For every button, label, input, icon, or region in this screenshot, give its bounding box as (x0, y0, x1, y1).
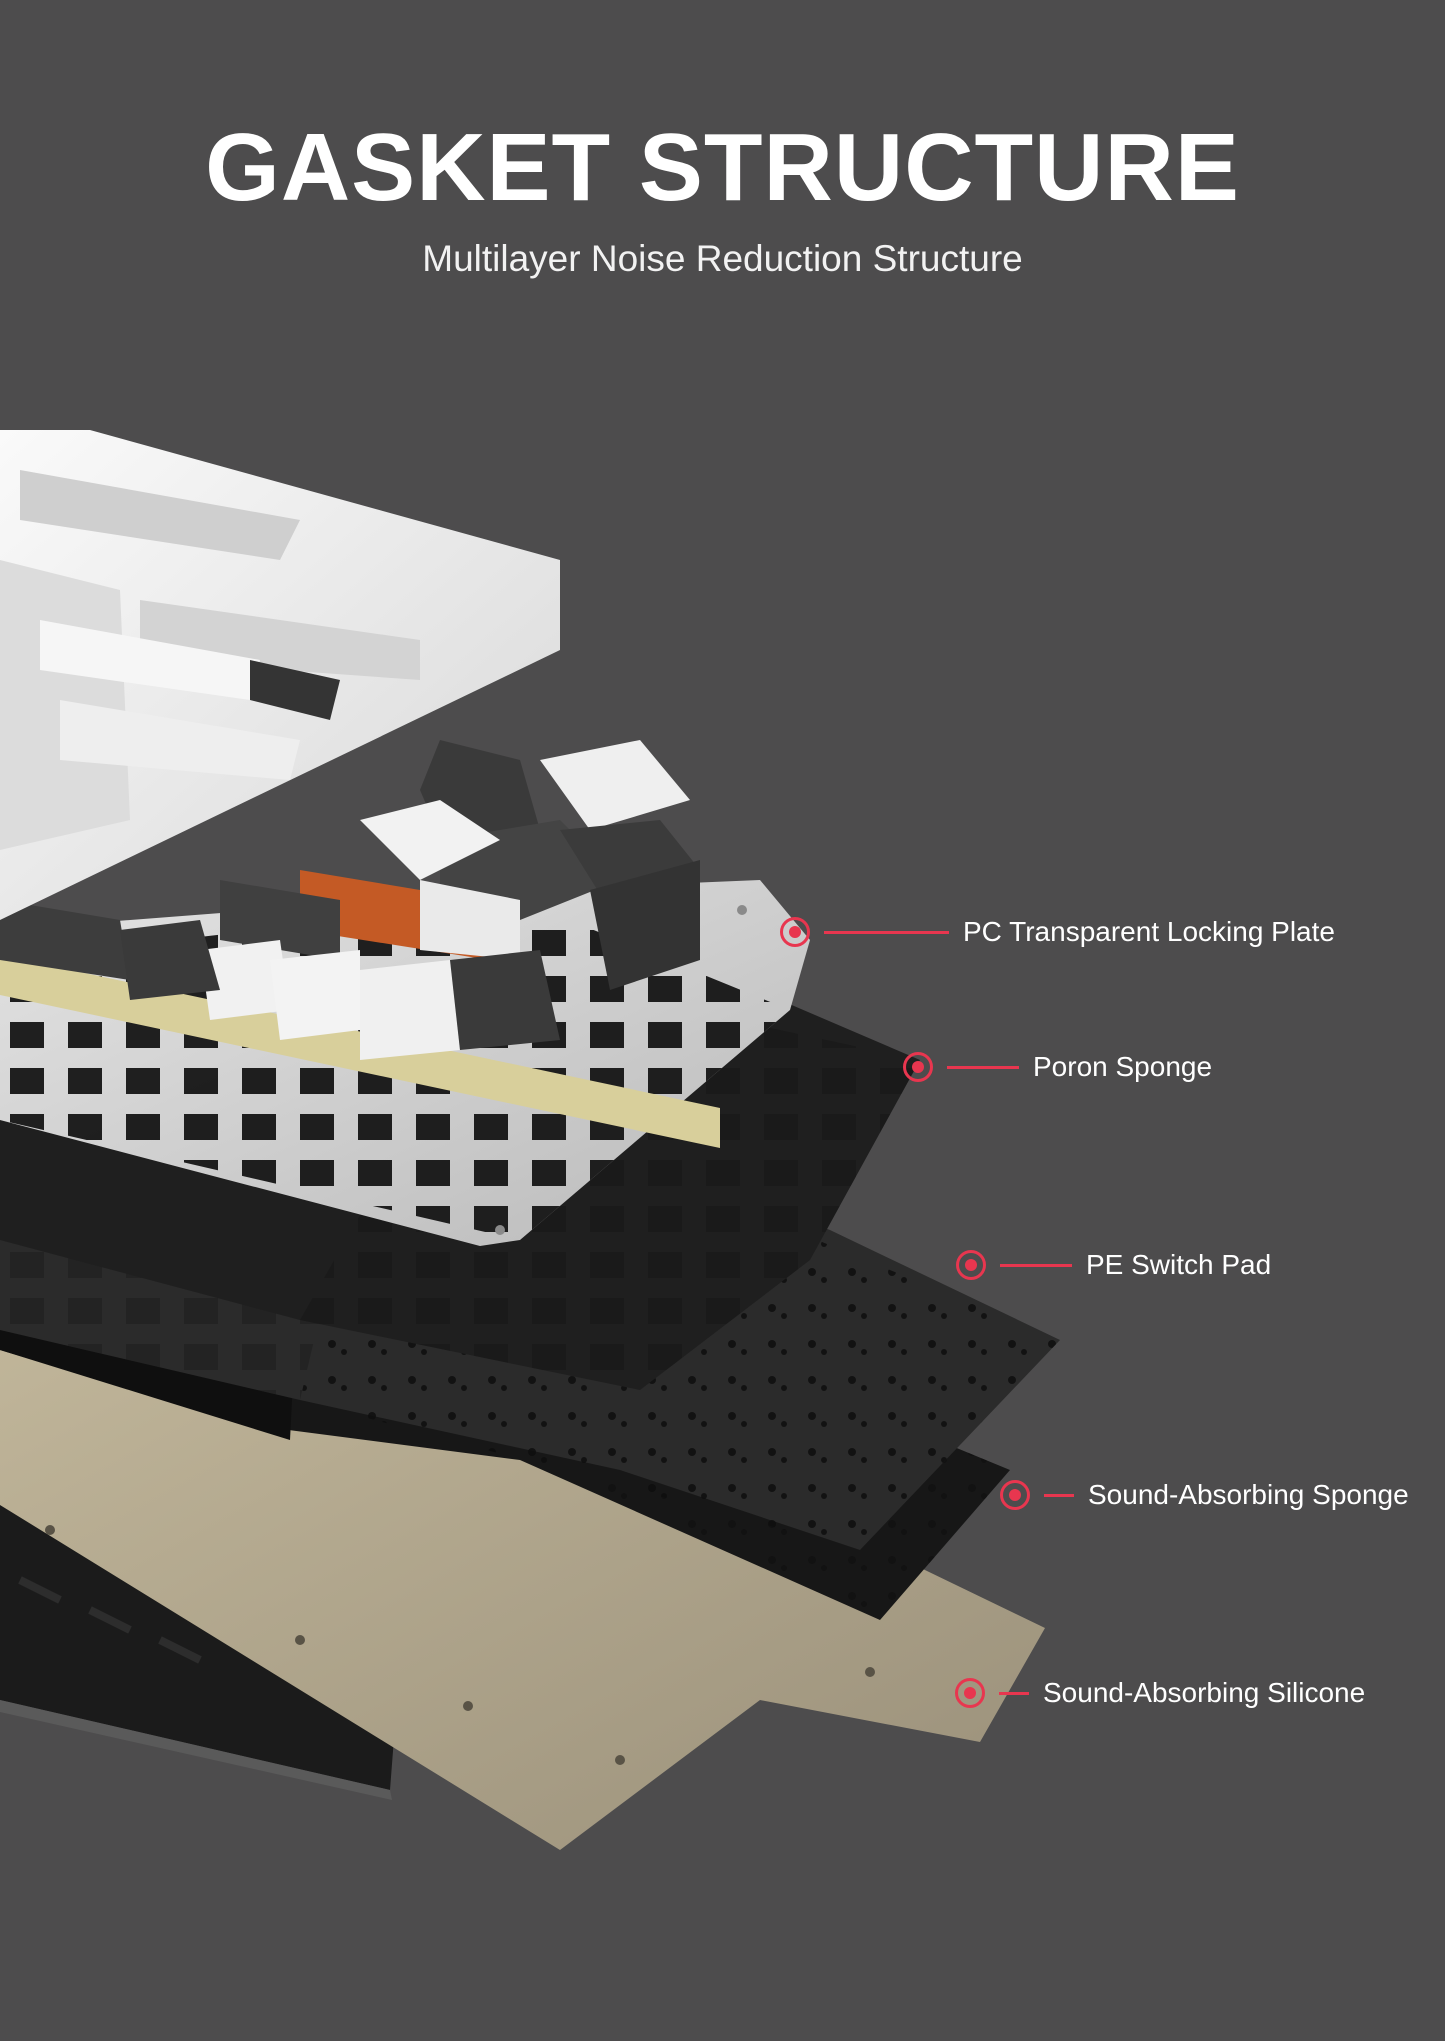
callout-marker-icon (903, 1052, 933, 1082)
callout-marker-icon (780, 917, 810, 947)
callout-pe-switch-pad: PE Switch Pad (956, 1243, 1271, 1287)
keycaps (0, 740, 700, 1060)
callout-leader-line (824, 930, 949, 934)
callout-marker-icon (1000, 1480, 1030, 1510)
callout-sound-absorbing-sponge: Sound-Absorbing Sponge (1000, 1473, 1409, 1517)
callout-pc-transparent-locking-plate: PC Transparent Locking Plate (780, 910, 1335, 954)
callout-leader-line (999, 1691, 1029, 1695)
callout-leader-line (947, 1065, 1019, 1069)
page-subtitle: Multilayer Noise Reduction Structure (422, 238, 1023, 279)
top-frame (0, 430, 560, 920)
callout-marker-icon (956, 1250, 986, 1280)
callout-label: PC Transparent Locking Plate (963, 916, 1335, 947)
callout-label: Sound-Absorbing Sponge (1088, 1479, 1409, 1510)
callout-leader-line (1044, 1493, 1074, 1497)
callout-label: Poron Sponge (1033, 1051, 1213, 1082)
callout-poron-sponge: Poron Sponge (903, 1045, 1212, 1089)
callout-label: PE Switch Pad (1086, 1249, 1272, 1280)
callout-marker-icon (955, 1678, 985, 1708)
page-title: GASKET STRUCTURE (205, 114, 1240, 221)
callout-sound-absorbing-silicone: Sound-Absorbing Silicone (955, 1671, 1365, 1715)
callout-label: Sound-Absorbing Silicone (1043, 1677, 1366, 1708)
callout-leader-line (1000, 1263, 1072, 1267)
